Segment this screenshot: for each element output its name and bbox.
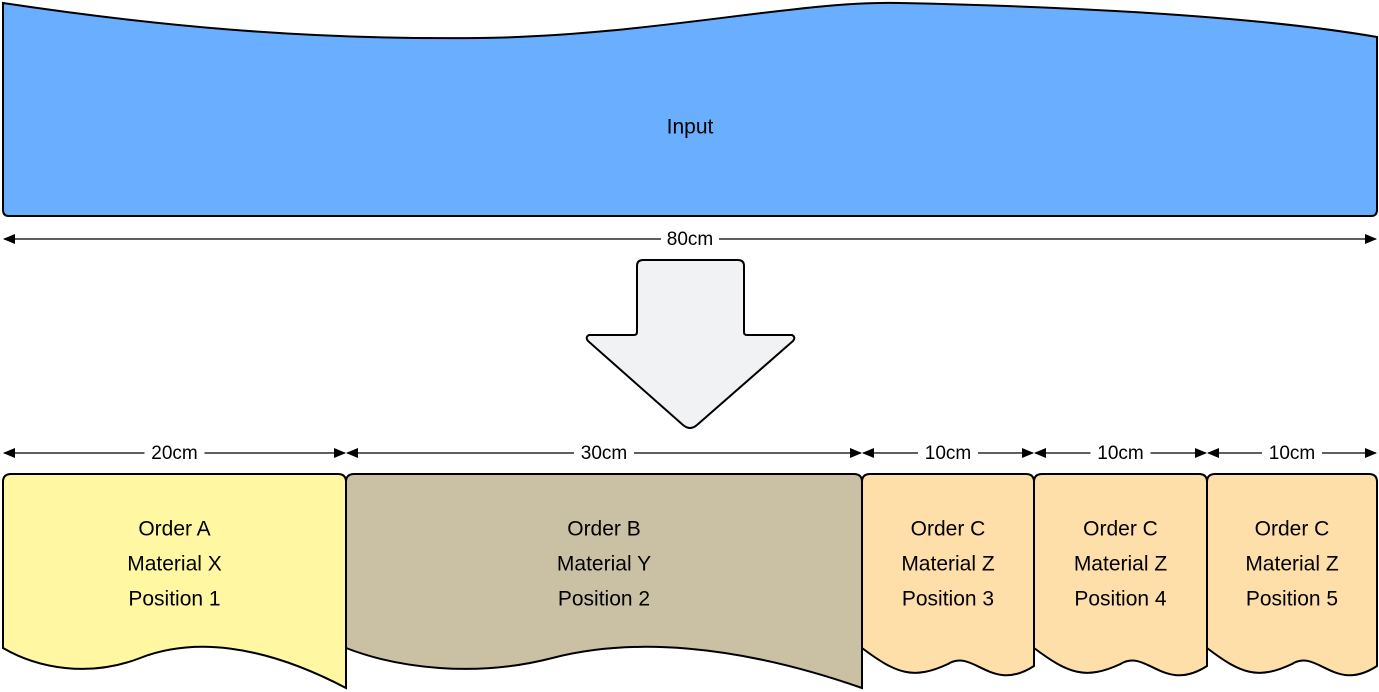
piece-material-label: Material X — [127, 553, 222, 576]
piece-material-label: Material Z — [901, 553, 995, 576]
piece-dimension-label-bg — [1262, 443, 1322, 463]
piece-order-label: Order C — [1255, 518, 1330, 541]
piece-width-label: 10cm — [925, 443, 971, 464]
piece-dimension-label-bg — [144, 443, 205, 463]
piece-width-label: 10cm — [1097, 443, 1143, 464]
input-dimension-label-bg — [661, 229, 719, 249]
piece-width-label: 10cm — [1269, 443, 1315, 464]
piece-material-label: Material Y — [557, 553, 651, 576]
piece-order-label: Order A — [138, 518, 210, 541]
input-roll: Input — [2, 1, 1378, 217]
piece-position-label: Position 2 — [558, 588, 650, 611]
piece-shape — [1, 473, 347, 690]
input-width-label: 80cm — [667, 229, 713, 250]
piece-position-label: Position 5 — [1246, 588, 1338, 611]
piece-order-label: Order B — [567, 518, 641, 541]
piece-width-label: 30cm — [581, 443, 627, 464]
piece-dimension-label-bg — [918, 443, 978, 463]
piece-position-label: Position 1 — [128, 588, 220, 611]
piece-position-label: Position 3 — [902, 588, 994, 611]
piece-shape — [345, 473, 863, 690]
input-width-dimension: 80cm — [3, 229, 1377, 250]
piece-position-label: Position 4 — [1074, 588, 1167, 611]
down-arrow-icon — [585, 259, 796, 429]
piece-dimension-label-bg — [574, 443, 634, 463]
piece-material-label: Material Z — [1245, 553, 1339, 576]
piece-width-label: 20cm — [151, 443, 197, 464]
piece-shape — [1206, 473, 1378, 677]
input-shape — [2, 1, 1378, 217]
piece-order-label: Order C — [911, 518, 986, 541]
piece-material-label: Material Z — [1074, 553, 1168, 576]
piece-order-label: Order C — [1083, 518, 1158, 541]
input-label: Input — [667, 116, 714, 139]
piece-dimension-label-bg — [1090, 443, 1151, 463]
